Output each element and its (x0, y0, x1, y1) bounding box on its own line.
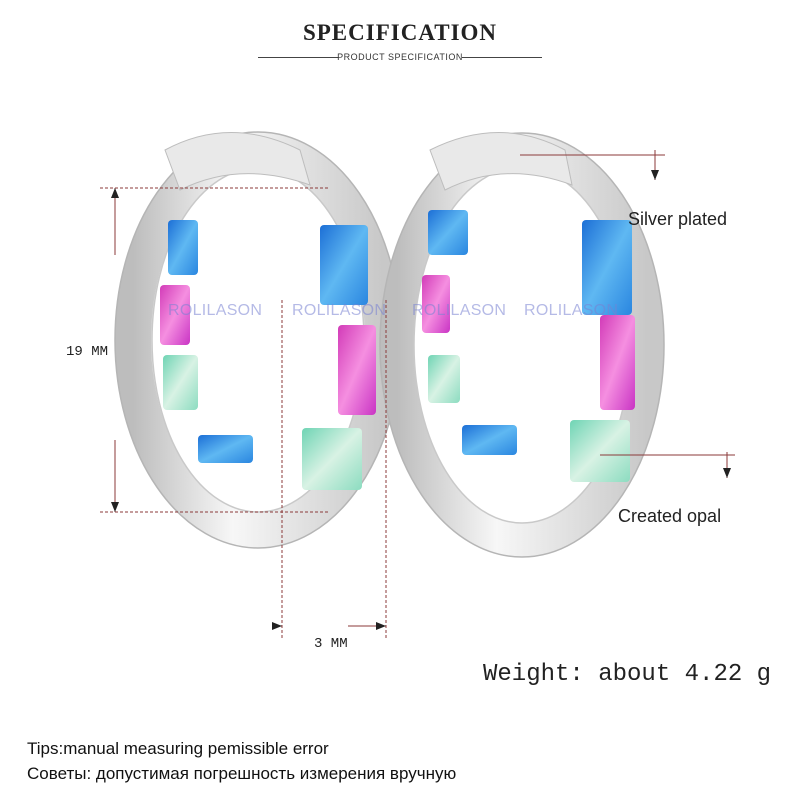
opal-inlay (160, 285, 190, 345)
weight-label: Weight: about 4.22 g (483, 661, 772, 688)
watermark-text: ROLILASON (168, 302, 263, 319)
watermark-text: ROLILASON (524, 302, 619, 319)
tips-english: Tips:manual measuring pemissible error (27, 739, 329, 758)
material-callout-label: Silver plated (628, 209, 728, 229)
page-title: SPECIFICATION (302, 20, 498, 45)
opal-inlay (600, 315, 635, 410)
opal-inlay (338, 325, 376, 415)
opal-inlay (462, 425, 517, 455)
page-subtitle: PRODUCT SPECIFICATION (337, 52, 463, 62)
opal-inlay (302, 428, 362, 490)
opal-inlay (570, 420, 630, 482)
earring-left (114, 131, 402, 549)
opal-inlay (198, 435, 253, 463)
callout-leaders (520, 150, 735, 478)
watermark-text: ROLILASON (412, 302, 507, 319)
height-dimension (100, 187, 330, 513)
header-divider-right (462, 57, 542, 58)
opal-inlay (163, 355, 198, 410)
width-dimension-label: 3 MM (314, 636, 348, 652)
opal-inlay (582, 220, 632, 315)
width-dimension (272, 300, 387, 640)
watermark-text: ROLILASON (292, 302, 387, 319)
opal-inlay (428, 355, 460, 403)
opal-inlay (428, 210, 468, 255)
stone-callout-label: Created opal (618, 506, 722, 526)
earring-right (379, 132, 665, 558)
height-dimension-label: 19 MM (66, 344, 109, 360)
tips-russian: Советы: допустимая погрешность измерения… (27, 764, 457, 783)
header-divider-left (258, 57, 338, 58)
opal-inlay (422, 275, 450, 333)
opal-inlay (320, 225, 368, 305)
opal-inlay (168, 220, 198, 275)
